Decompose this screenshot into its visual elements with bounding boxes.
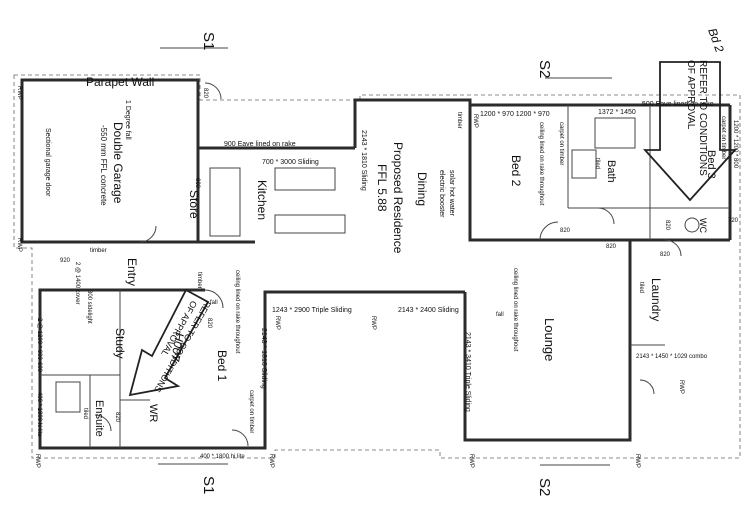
label-garage-door: Sectional garage door bbox=[44, 128, 51, 197]
note-timber-3: timber bbox=[196, 272, 202, 289]
section-s2-top: S2 bbox=[536, 60, 553, 78]
label-entry: Entry bbox=[125, 258, 139, 286]
note-carpet-bed1: carpet on timber bbox=[248, 390, 254, 433]
note-rwp-6: RWP bbox=[468, 454, 474, 468]
note-dim-820-1: 820 bbox=[202, 88, 208, 99]
label-kitchen: Kitchen bbox=[255, 180, 269, 220]
note-win-1200-1200: 1200 * 1200 * 800 bbox=[732, 120, 738, 169]
label-bed3: Bed 3 bbox=[705, 150, 717, 179]
note-carpet-bed3: carpet on timber bbox=[720, 116, 726, 159]
note-combo: 2143 * 1450 * 1029 combo bbox=[636, 354, 708, 360]
label-lounge: Lounge bbox=[542, 318, 557, 361]
note-fall-lounge: fall bbox=[496, 312, 504, 318]
note-eave-500: 500 Eave lined on rake bbox=[642, 101, 714, 108]
handwriting-top-right: Bd 2 bbox=[705, 26, 727, 54]
label-study: Study bbox=[113, 328, 127, 359]
note-ceiling-bed1: ceiling lined on rake throughout bbox=[234, 270, 240, 354]
note-sliding-700: 700 * 3000 Sliding bbox=[262, 159, 319, 166]
label-residence-2: FFL 5.88 bbox=[375, 164, 389, 212]
note-fall-bed1: fall bbox=[210, 300, 218, 306]
note-rwp-9: RWP bbox=[274, 316, 280, 330]
section-s1-bottom: S1 bbox=[200, 476, 217, 494]
note-rwp-3: RWP bbox=[472, 114, 478, 128]
label-ensuite: Ensuite bbox=[93, 400, 105, 437]
note-dim-820-6: 820 bbox=[114, 412, 120, 423]
note-win-1372: 1372 * 1450 bbox=[598, 109, 636, 116]
section-s1-top: S1 bbox=[200, 32, 217, 50]
section-markers: S1 S1 S2 S2 bbox=[158, 32, 612, 496]
note-timber-2: timber bbox=[90, 248, 107, 254]
note-win-1400: 2 @ 1400 cover bbox=[74, 262, 80, 304]
note-dim-820-5: 820 bbox=[206, 318, 212, 329]
note-rwp-4: RWP bbox=[34, 454, 40, 468]
note-tiled-bath: tiled bbox=[594, 158, 600, 169]
partitions bbox=[40, 105, 730, 448]
label-wr: WR bbox=[147, 404, 159, 422]
walls bbox=[20, 78, 732, 450]
note-ceiling-bed2: ceiling lined on rake throughout bbox=[538, 122, 544, 206]
note-win-400-1800: 400 * 1800 hi lite bbox=[200, 454, 245, 460]
stamp-top-line2: OF APPROVAL bbox=[685, 60, 696, 130]
note-dim-820-2: 820 bbox=[560, 228, 571, 234]
note-timber-1: timber bbox=[456, 112, 462, 129]
note-rwp-2: RWP bbox=[16, 238, 22, 252]
section-s2-bottom: S2 bbox=[536, 478, 553, 496]
note-tiled-ensuite: tiled bbox=[82, 408, 88, 419]
note-win-1200-600: 2 @ 1200 * 600 bbox=[36, 318, 42, 360]
note-rwp-10: RWP bbox=[370, 316, 376, 330]
eave-outline bbox=[13, 74, 741, 459]
note-dim-600-1: 600 bbox=[194, 178, 200, 189]
note-carpet-bed2: carpet on timber bbox=[558, 122, 564, 165]
note-dim-820-3: 820 bbox=[606, 244, 617, 250]
note-rwp-5: RWP bbox=[268, 454, 274, 468]
label-garage: Double Garage bbox=[111, 122, 125, 204]
door-swings bbox=[94, 82, 682, 447]
label-store: Store bbox=[187, 190, 201, 219]
note-rwp-1: RWP bbox=[16, 86, 22, 100]
note-dim-920: 920 bbox=[60, 258, 71, 264]
note-dim-600-2: 600 bbox=[36, 362, 42, 373]
note-ceiling-lounge: ceiling lined on rake throughout bbox=[512, 268, 518, 352]
label-wc: WC bbox=[698, 218, 708, 233]
note-sliding-1243: 1243 * 2900 Triple Sliding bbox=[272, 307, 352, 314]
stamp-top-line1: REFER TO CONDITIONS bbox=[697, 60, 708, 176]
note-win-1200-970: 1200 * 970 1200 * 970 bbox=[480, 111, 550, 118]
label-garage-fall: 1 Degree fall bbox=[124, 100, 131, 140]
room-labels: Parapet Wall Double Garage -550 mm FFL c… bbox=[44, 75, 717, 437]
label-bed2: Bed 2 bbox=[509, 155, 523, 187]
label-bed1: Bed 1 bbox=[215, 350, 229, 382]
plan-notes: 900 Eave lined on rake 700 * 3000 Slidin… bbox=[16, 86, 739, 468]
note-rwp-7: RWP bbox=[634, 454, 640, 468]
note-dim-720: 720 bbox=[728, 218, 739, 224]
label-garage-floor: -550 mm FFL concrete bbox=[99, 125, 108, 206]
note-sliding-2143-1810-top: 2143 * 1810 Sliding bbox=[360, 130, 367, 191]
handwriting-left: H007 bbox=[168, 331, 187, 363]
note-sidelight: 300 sidelight bbox=[86, 290, 92, 324]
label-residence-1: Proposed Residence bbox=[391, 142, 405, 254]
note-sliding-2143-1810-bed1: 2143 * 1810 Sliding bbox=[260, 328, 267, 389]
note-dim-820-7: 820 bbox=[664, 220, 670, 231]
note-solar: solar hot water bbox=[448, 170, 455, 217]
note-sliding-2143-2400: 2143 * 2400 Sliding bbox=[398, 307, 459, 314]
label-laundry: Laundry bbox=[649, 278, 663, 321]
note-win-1800-400: 400 * 1800 hi lite bbox=[36, 392, 42, 437]
note-rwp-8: RWP bbox=[678, 380, 684, 394]
label-parapet-wall: Parapet Wall bbox=[86, 75, 154, 89]
label-dining: Dining bbox=[415, 172, 429, 206]
note-eave-900: 900 Eave lined on rake bbox=[224, 141, 296, 148]
note-tiled-laundry: tiled bbox=[638, 282, 644, 293]
note-dim-820-4: 820 bbox=[660, 252, 671, 258]
note-booster: electric booster bbox=[438, 170, 445, 218]
note-sliding-2143-3410: 2143 * 3410 Triple Sliding bbox=[464, 332, 471, 412]
approval-stamp-top: REFER TO CONDITIONS OF APPROVAL bbox=[642, 60, 738, 202]
label-bath: Bath bbox=[605, 160, 617, 183]
